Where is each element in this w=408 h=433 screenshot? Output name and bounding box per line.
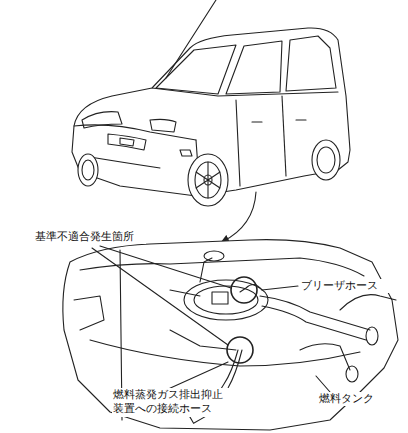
leader-line <box>100 246 231 288</box>
callout-label: 基準不適合発生箇所 <box>34 230 146 244</box>
part-label: ブリーザホース <box>300 279 402 293</box>
pointer-arrow <box>222 192 256 242</box>
leader-line <box>262 286 298 290</box>
car-figure <box>72 28 350 206</box>
leader-line <box>316 376 330 392</box>
part-label: 燃料蒸発ガス排出抑止 装置への接続ホース <box>112 388 238 417</box>
leader-line <box>92 248 228 345</box>
part-label: 燃料タンク <box>318 392 400 406</box>
leader-line <box>166 362 228 390</box>
